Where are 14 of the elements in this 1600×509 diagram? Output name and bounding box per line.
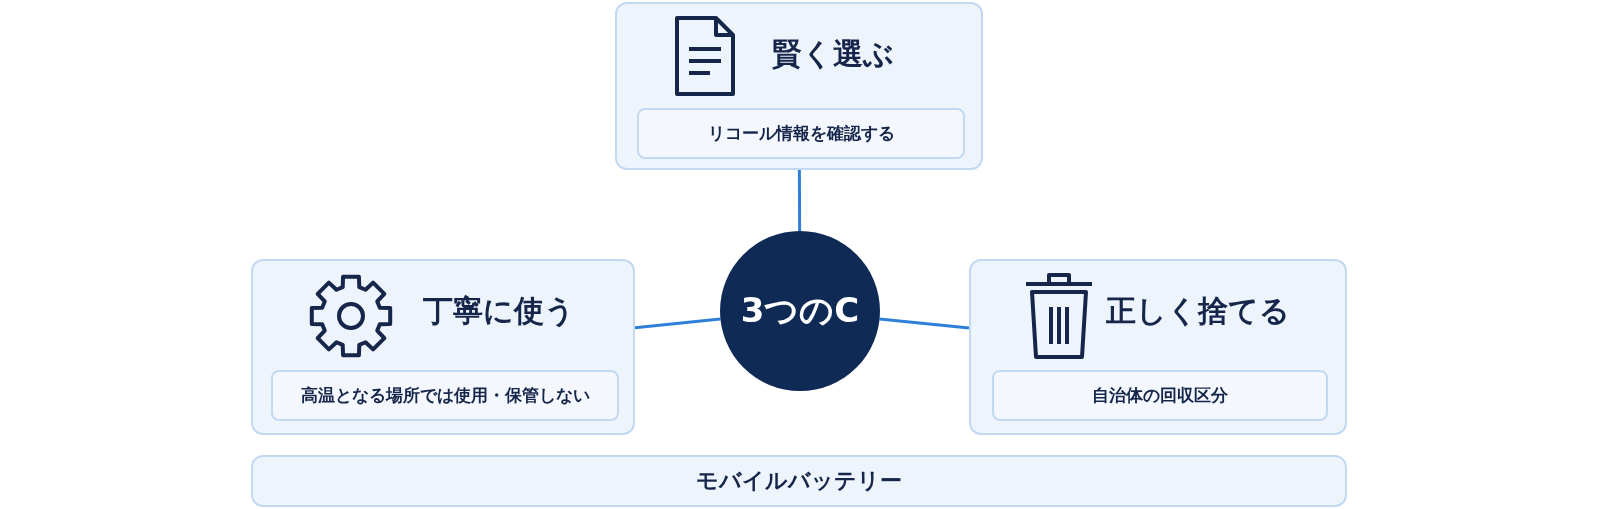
connector-line (879, 317, 970, 330)
card-heading: 賢く選ぶ (772, 35, 894, 73)
center-circle: 3つのC (720, 231, 880, 391)
card-heading: 正しく捨てる (1106, 292, 1290, 330)
card-heading: 丁寧に使う (423, 292, 575, 330)
sub-box: リコール情報を確認する (637, 108, 965, 159)
category-card (251, 259, 635, 435)
sub-box: 自治体の回収区分 (992, 370, 1328, 421)
base-bar: モバイルバッテリー (251, 455, 1347, 507)
connector-line (634, 317, 721, 330)
connector-line (797, 170, 802, 231)
category-card (615, 2, 983, 170)
category-card (969, 259, 1347, 435)
sub-box: 高温となる場所では使用・保管しない (271, 370, 619, 421)
